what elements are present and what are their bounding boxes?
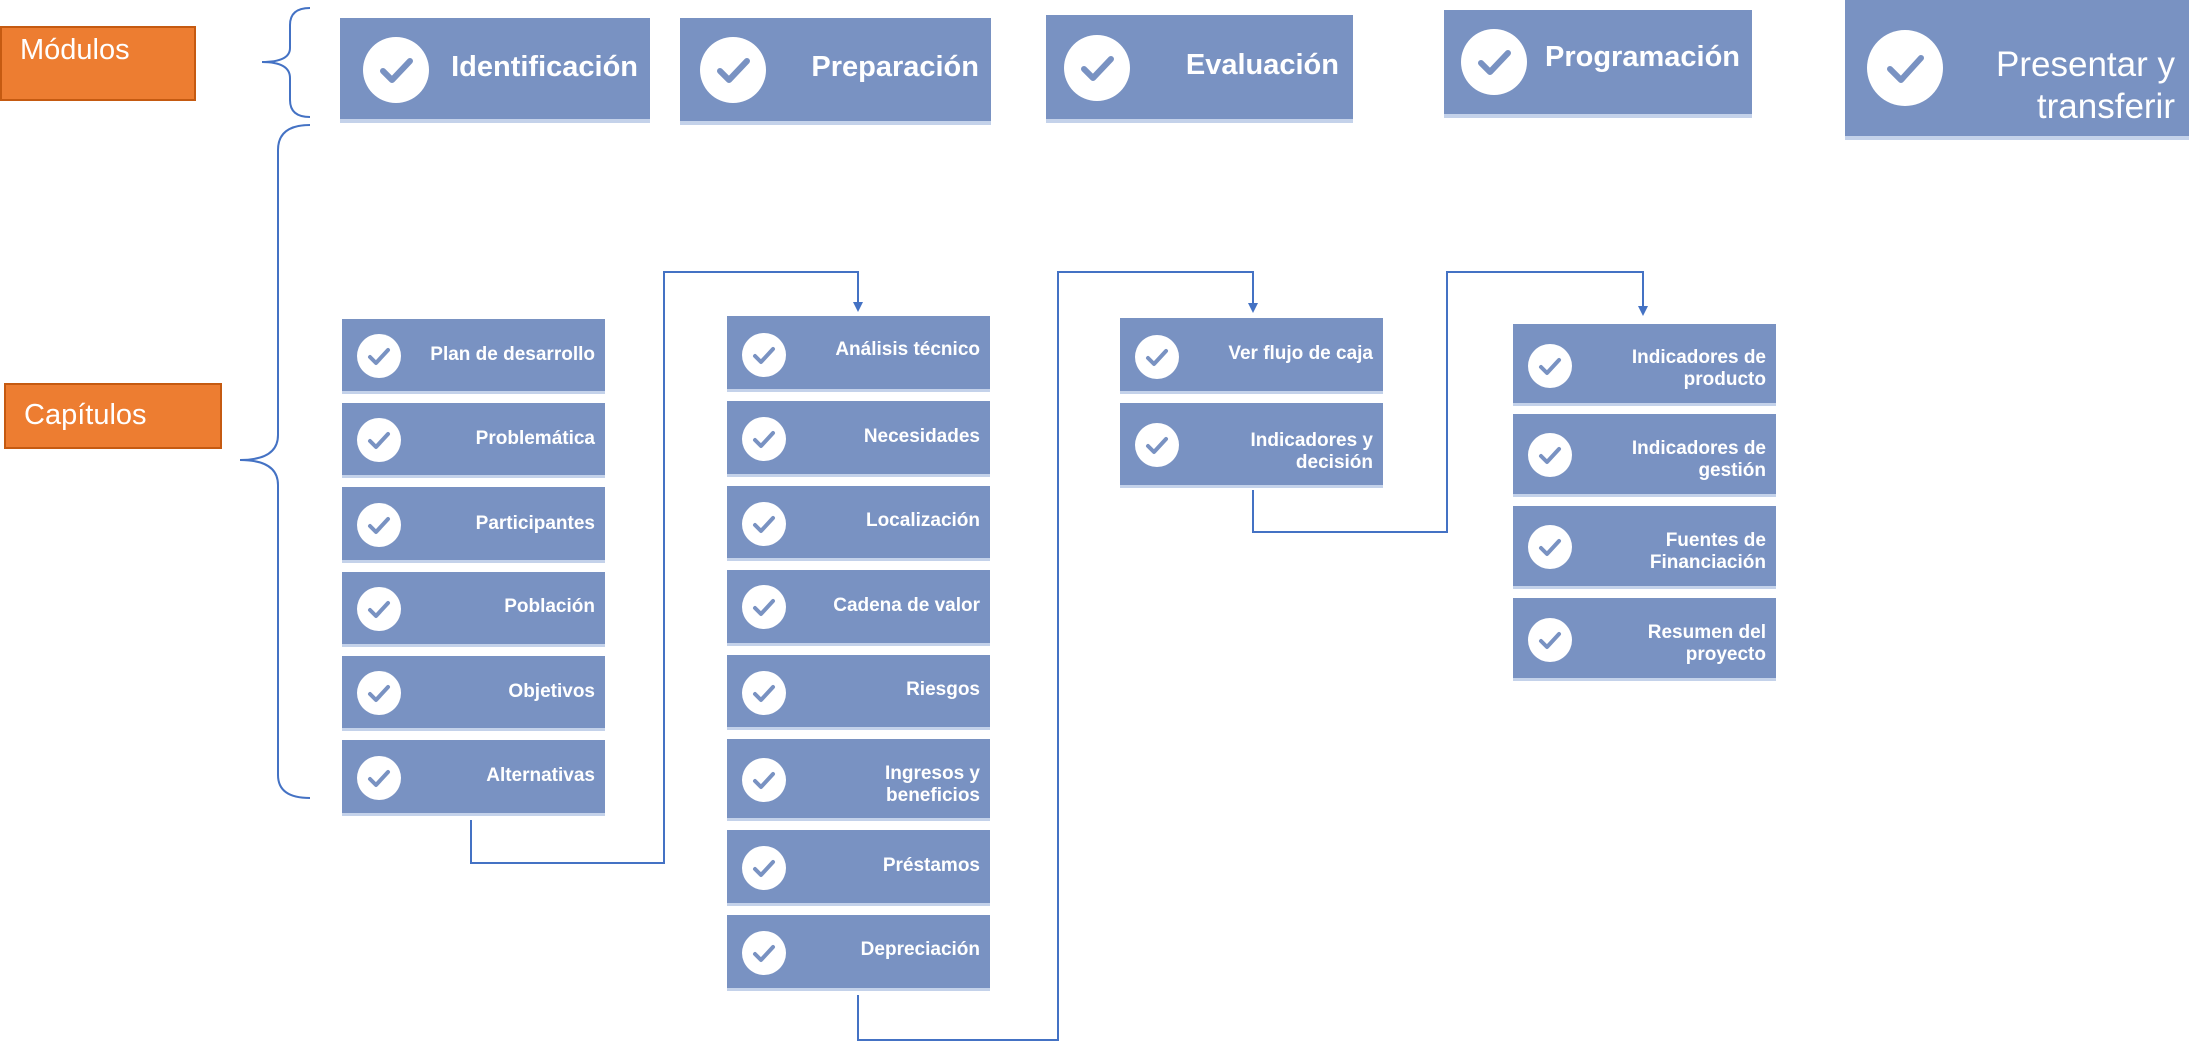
chapter-indicadores-y-decision: Indicadores y decisión: [1120, 403, 1383, 488]
chapter-label: Alternativas: [486, 765, 595, 786]
check-circle-icon: [1528, 525, 1572, 569]
check-circle-icon: [1135, 423, 1179, 467]
chapter-label: Indicadores y decisión: [1250, 430, 1374, 474]
chapter-poblacion: Población: [342, 572, 605, 647]
chapter-depreciacion: Depreciación: [727, 915, 990, 991]
check-circle-icon: [742, 758, 786, 802]
check-circle-icon: [357, 418, 401, 462]
chapter-label: Resumen del proyecto: [1647, 622, 1766, 666]
module-label: Identificación: [451, 51, 638, 83]
check-circle-icon: [700, 37, 766, 103]
chapter-label: Población: [504, 596, 595, 617]
check-circle-icon: [742, 585, 786, 629]
chapter-ingresos-y-beneficios: Ingresos y beneficios: [727, 739, 990, 821]
chapter-prestamos: Préstamos: [727, 830, 990, 906]
chapter-label: Ingresos y beneficios: [884, 763, 980, 807]
check-circle-icon: [742, 846, 786, 890]
check-circle-icon: [742, 417, 786, 461]
modulos-brace: [261, 7, 311, 118]
chapter-label: Plan de desarrollo: [430, 344, 595, 365]
capitulos-brace: [239, 124, 311, 799]
connector-preparacion-evaluacion: [857, 271, 1258, 1041]
check-circle-icon: [1135, 335, 1179, 379]
chapter-label: Localización: [865, 510, 980, 531]
chapter-label: Préstamos: [882, 855, 980, 876]
chapter-fuentes-de-financiacion: Fuentes de Financiación: [1513, 506, 1776, 589]
chapter-cadena-de-valor: Cadena de valor: [727, 570, 990, 646]
connector-identificacion-preparacion: [470, 271, 863, 864]
chapter-ver-flujo-de-caja: Ver flujo de caja: [1120, 318, 1383, 394]
module-label: Preparación: [811, 51, 979, 83]
check-circle-icon: [357, 671, 401, 715]
module-presentar-transferir: Presentar y transferir: [1845, 0, 2189, 140]
module-label: Programación: [1545, 41, 1740, 73]
module-evaluacion: Evaluación: [1046, 15, 1353, 123]
module-programacion: Programación: [1444, 10, 1752, 118]
check-circle-icon: [1528, 618, 1572, 662]
chapter-label: Ver flujo de caja: [1228, 343, 1373, 364]
check-circle-icon: [742, 931, 786, 975]
check-circle-icon: [742, 333, 786, 377]
modulos-label: Módulos: [0, 26, 196, 101]
chapter-label: Cadena de valor: [833, 595, 980, 616]
check-circle-icon: [1528, 344, 1572, 388]
chapter-label: Depreciación: [860, 939, 980, 960]
chapter-indicadores-de-producto: Indicadores de producto: [1513, 324, 1776, 406]
connector-evaluacion-programacion: [1252, 271, 1648, 533]
chapter-label: Necesidades: [863, 426, 980, 447]
chapter-label: Fuentes de Financiación: [1649, 530, 1766, 574]
check-circle-icon: [1461, 29, 1527, 95]
chapter-necesidades: Necesidades: [727, 401, 990, 477]
chapter-participantes: Participantes: [342, 487, 605, 563]
module-preparacion: Preparación: [680, 18, 991, 125]
check-circle-icon: [363, 37, 429, 103]
check-circle-icon: [1064, 35, 1130, 101]
chapter-label: Participantes: [475, 513, 595, 534]
capitulos-label: Capítulos: [4, 383, 222, 449]
chapter-label: Problemática: [475, 428, 595, 449]
chapter-objetivos: Objetivos: [342, 656, 605, 731]
chapter-analisis-tecnico: Análisis técnico: [727, 316, 990, 392]
chapter-riesgos: Riesgos: [727, 655, 990, 730]
check-circle-icon: [357, 756, 401, 800]
check-circle-icon: [357, 587, 401, 631]
chapter-indicadores-de-gestion: Indicadores de gestión: [1513, 414, 1776, 497]
module-label: Presentar y transferir: [1996, 45, 2175, 126]
chapter-problematica: Problemática: [342, 403, 605, 478]
chapter-resumen-del-proyecto: Resumen del proyecto: [1513, 598, 1776, 681]
chapter-alternativas: Alternativas: [342, 740, 605, 816]
check-circle-icon: [1528, 433, 1572, 477]
module-label: Evaluación: [1185, 49, 1339, 81]
chapter-label: Indicadores de producto: [1631, 347, 1766, 391]
check-circle-icon: [357, 503, 401, 547]
chapter-label: Análisis técnico: [835, 339, 980, 360]
check-circle-icon: [742, 502, 786, 546]
chapter-label: Riesgos: [906, 679, 980, 700]
chapter-label: Objetivos: [508, 681, 595, 702]
chapter-localizacion: Localización: [727, 486, 990, 561]
module-identificacion: Identificación: [340, 18, 650, 123]
check-circle-icon: [742, 671, 786, 715]
chapter-label: Indicadores de gestión: [1631, 438, 1766, 482]
chapter-plan-de-desarrollo: Plan de desarrollo: [342, 319, 605, 394]
check-circle-icon: [1867, 30, 1943, 106]
check-circle-icon: [357, 334, 401, 378]
